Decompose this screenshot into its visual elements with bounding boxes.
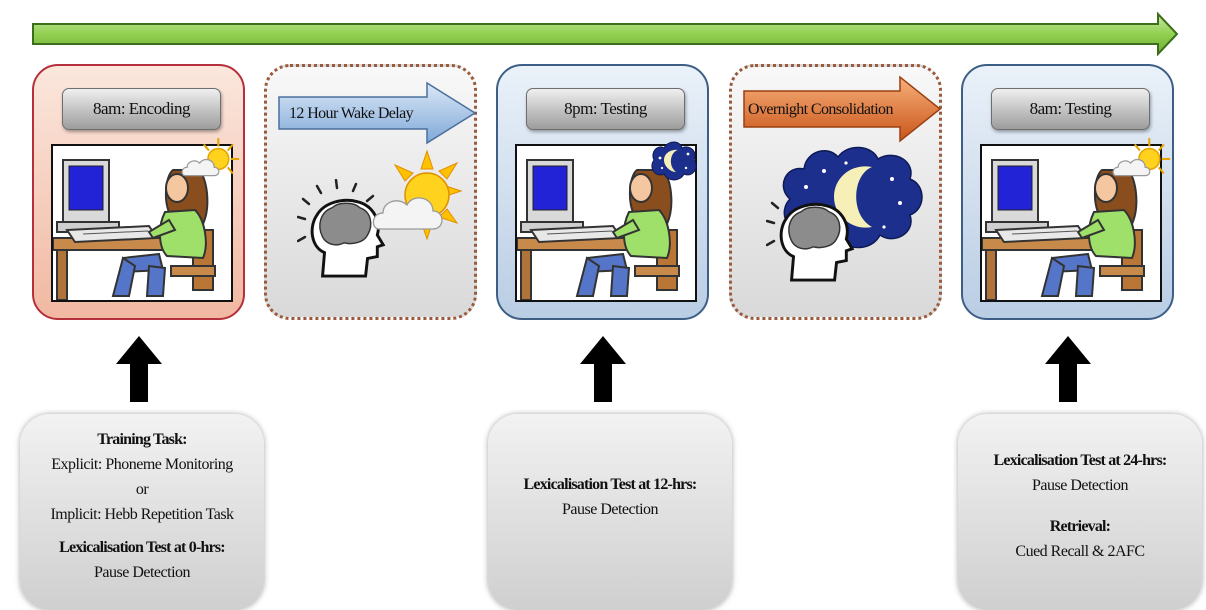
stage-label: Overnight Consolidation (748, 101, 893, 118)
overnight-arrow (743, 75, 942, 143)
wake-delay-arrow (278, 81, 477, 145)
up-arrow-icon (580, 336, 626, 402)
lexicalisation-test-task: Pause Detection (561, 501, 659, 518)
task-box-middle: Lexicalisation Test at 12-hrs: Pause Det… (488, 414, 732, 610)
training-option-explicit: Explicit: Phoneme Monitoring (51, 456, 233, 473)
retrieval-heading: Retrieval: (1049, 518, 1111, 535)
lexicalisation-test-task: Pause Detection (93, 564, 191, 581)
lexicalisation-test-heading: Lexicalisation Test at 0-hrs: (59, 539, 226, 556)
stage-label: 8pm: Testing (526, 88, 685, 130)
stage-evening-test-panel: 8pm: Testing (496, 64, 709, 320)
up-arrow-icon (1045, 336, 1091, 402)
head-sun-icon (372, 149, 463, 241)
training-option-or: or (135, 481, 149, 498)
stage-wake-panel: 12 Hour Wake Delay (264, 64, 477, 320)
sun-cloud-icon (181, 137, 241, 177)
stage-label: 12 Hour Wake Delay (289, 105, 414, 122)
lexicalisation-test-heading: Lexicalisation Test at 12-hrs: (523, 476, 698, 493)
lexicalisation-test-heading: Lexicalisation Test at 24-hrs: (993, 452, 1168, 469)
stage-encoding-panel: 8am: Encoding (32, 64, 245, 320)
training-task-heading: Training Task: (97, 431, 187, 448)
moon-stars-icon (651, 141, 697, 181)
stage-label: 8am: Testing (991, 88, 1150, 130)
retrieval-task: Cued Recall & 2AFC (1015, 543, 1145, 560)
thinking-head-icon (297, 179, 385, 278)
task-box-left: Training Task: Explicit: Phoneme Monitor… (20, 414, 264, 610)
stage-morning-test-panel: 8am: Testing (961, 64, 1174, 320)
up-arrow-icon (116, 336, 162, 402)
sleeping-head-icon (766, 201, 854, 282)
timeline-arrow (32, 11, 1179, 56)
task-box-right: Lexicalisation Test at 24-hrs: Pause Det… (958, 414, 1202, 610)
stage-label: 8am: Encoding (62, 88, 221, 130)
training-option-implicit: Implicit: Hebb Repetition Task (50, 506, 234, 523)
lexicalisation-test-task: Pause Detection (1031, 477, 1129, 494)
stage-overnight-panel: Overnight Consolidation (729, 64, 942, 320)
sun-cloud-icon (1112, 137, 1172, 177)
